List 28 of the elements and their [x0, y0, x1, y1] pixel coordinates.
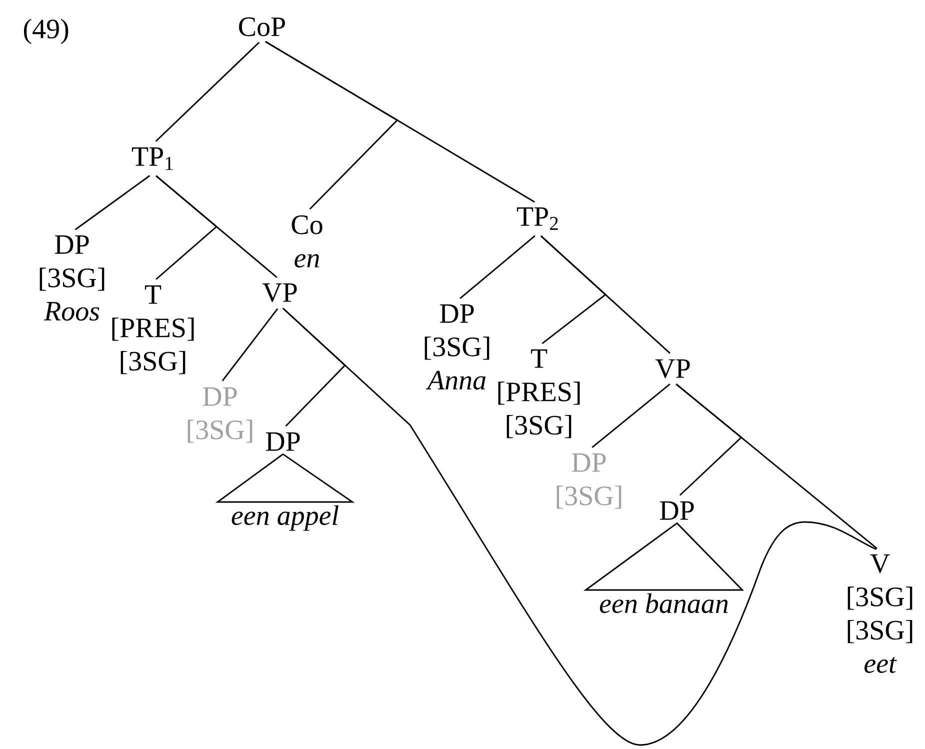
branch-line [222, 308, 278, 382]
branch-line [540, 235, 671, 354]
tree-label: een banaan [600, 593, 728, 614]
tree-label: TP$_{1}$ [132, 147, 173, 170]
branch-line [460, 235, 536, 299]
tree-label: DP [3SG] [556, 453, 622, 509]
tree-label: T [PRES] [3SG] [498, 349, 580, 438]
branch-line [156, 175, 278, 278]
tree-label: CoP [239, 17, 285, 36]
tree-label: DP [660, 501, 694, 520]
branch-line [592, 384, 670, 448]
tree-label: DP [3SG] Roos [40, 235, 104, 321]
tree-label: DP [3SG] Anna [424, 304, 490, 390]
curved-line [282, 308, 877, 746]
tree-label: DP [266, 432, 300, 451]
tree-label: VP [655, 359, 690, 378]
tree-label: Co en [292, 215, 322, 268]
tree-label: een appel [232, 505, 338, 531]
tree-label: V [3SG] [3SG] eet [848, 554, 912, 673]
branch-line [74, 175, 150, 230]
example-number: (49) [24, 18, 68, 44]
branch-line [155, 42, 260, 142]
branch-line [265, 41, 535, 203]
tree-label: VP [262, 283, 297, 302]
tree-label: TP$_{2}$ [516, 207, 558, 230]
tree-label: DP [3SG] [188, 387, 252, 443]
tree-label: T [PRES] [3SG] [112, 285, 194, 374]
branch-line [676, 384, 878, 550]
